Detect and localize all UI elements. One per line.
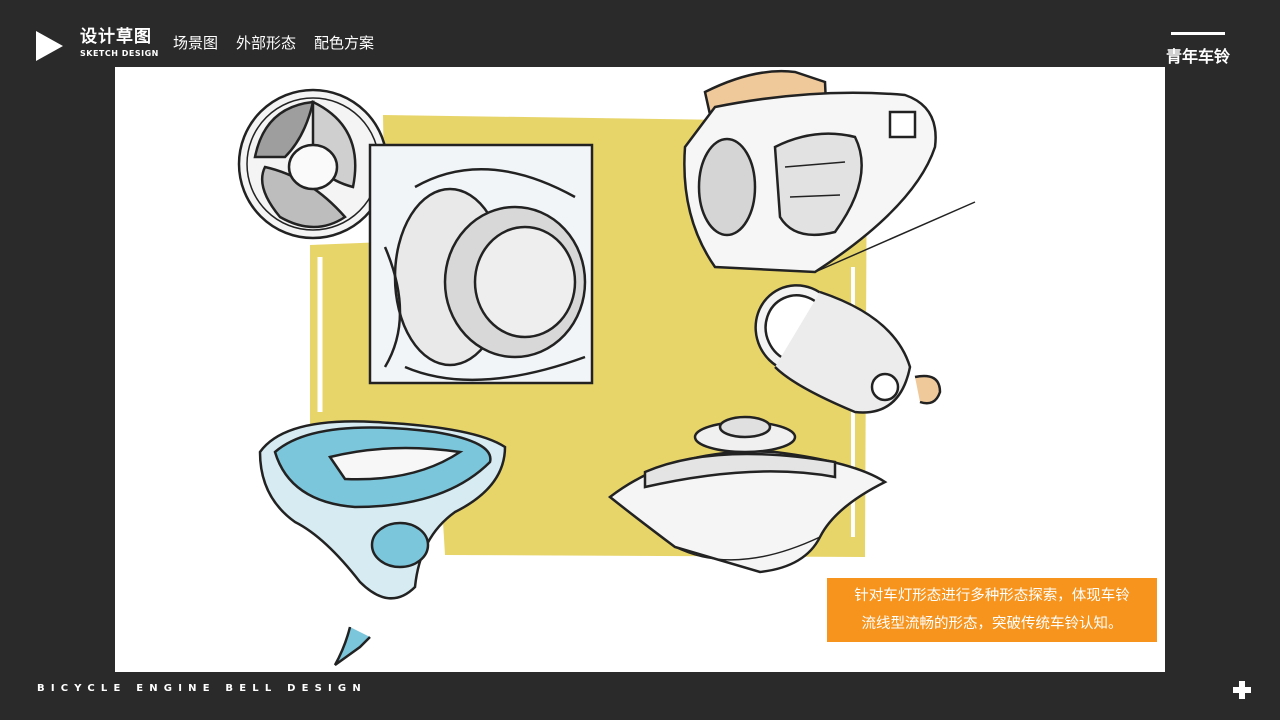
nav-item-scene[interactable]: 场景图 — [173, 34, 219, 52]
base-sketch — [607, 415, 888, 574]
footer-text: BICYCLE ENGINE BELL DESIGN — [37, 683, 367, 694]
round-wheel-sketch — [237, 88, 389, 240]
nav-item-form[interactable]: 外部形态 — [236, 34, 297, 52]
square-swirl-sketch — [368, 143, 594, 385]
caption-line-2: 流线型流畅的形态，突破传统车铃认知。 — [861, 616, 1123, 632]
play-icon — [36, 31, 63, 61]
lamp-sketch — [683, 69, 976, 274]
brand-title: 设计草图 — [80, 27, 152, 47]
sketch-illustration — [237, 69, 976, 667]
caption-line-1: 针对车灯形态进行多种形态探索，体现车铃 — [854, 588, 1130, 604]
blue-bell-sketch — [258, 420, 507, 667]
sketch-canvas: 针对车灯形态进行多种形态探索，体现车铃 流线型流畅的形态，突破传统车铃认知。 — [115, 67, 1165, 672]
brand: 设计草图 SKETCH DESIGN — [80, 29, 159, 58]
section-title-label: 青年车铃 — [1165, 47, 1230, 66]
plus-icon[interactable] — [1233, 681, 1251, 699]
description-caption: 针对车灯形态进行多种形态探索，体现车铃 流线型流畅的形态，突破传统车铃认知。 — [827, 578, 1157, 642]
title-bar-divider — [1170, 32, 1225, 35]
handle-sketch — [754, 284, 942, 414]
nav-item-color[interactable]: 配色方案 — [314, 34, 375, 52]
top-nav: 场景图 外部形态 配色方案 — [173, 32, 374, 53]
section-title: 青年车铃 — [1166, 32, 1230, 67]
brand-subtitle: SKETCH DESIGN — [80, 49, 159, 58]
